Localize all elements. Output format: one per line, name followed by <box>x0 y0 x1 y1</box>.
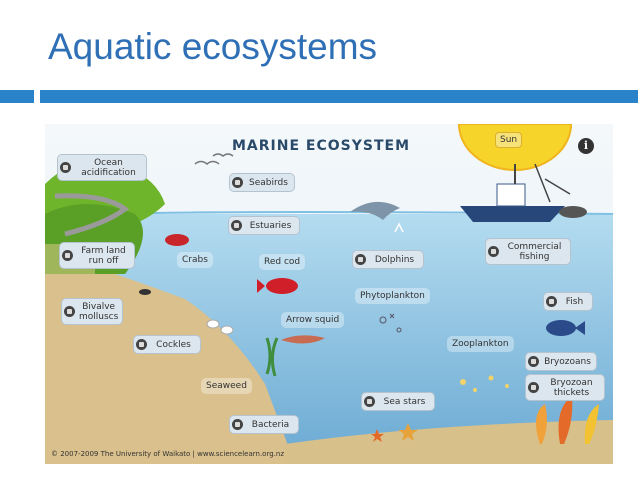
label-button-icon <box>62 250 73 261</box>
cockle-shell-icon <box>206 319 220 329</box>
road <box>54 193 130 237</box>
label-button-icon <box>136 339 147 350</box>
sea-floor <box>285 420 613 464</box>
label-button-icon <box>364 396 375 407</box>
label-red-cod[interactable]: Red cod <box>259 254 306 270</box>
label-phytoplankton[interactable]: Phytoplankton <box>355 288 430 304</box>
label-seabirds[interactable]: Seabirds <box>229 173 295 192</box>
seabird-icon <box>194 160 220 165</box>
label-crabs[interactable]: Crabs <box>177 252 213 268</box>
label-sea-stars[interactable]: Sea stars <box>361 392 435 411</box>
label-bacteria[interactable]: Bacteria <box>229 415 299 434</box>
label-button-icon <box>232 177 243 188</box>
fish-icon <box>546 320 576 336</box>
slide-title: Aquatic ecosystems <box>48 26 378 67</box>
label-zooplankton[interactable]: Zooplankton <box>447 336 514 352</box>
mussel-icon <box>139 289 151 295</box>
label-farm-land-run-off[interactable]: Farm land run off <box>59 242 135 269</box>
label-seaweed[interactable]: Seaweed <box>201 378 252 394</box>
fishing-boat-icon <box>460 163 571 222</box>
label-button-icon <box>355 254 366 265</box>
diagram-title: MARINE ECOSYSTEM <box>232 138 410 154</box>
title-rule-square <box>0 90 34 103</box>
label-button-icon <box>231 220 242 231</box>
label-bryozoan-thickets[interactable]: Bryozoan thickets <box>525 374 605 401</box>
red-cod-icon <box>266 278 298 294</box>
sea-star-icon <box>398 423 418 441</box>
label-button-icon <box>546 296 557 307</box>
label-bivalve-molluscs[interactable]: Bivalve molluscs <box>61 298 123 325</box>
label-dolphins[interactable]: Dolphins <box>352 250 424 269</box>
label-fish[interactable]: Fish <box>543 292 593 311</box>
label-commercial-fishing[interactable]: Commercial fishing <box>485 238 571 265</box>
title-rule-bar <box>40 90 638 103</box>
dolphin-icon <box>350 201 400 220</box>
label-button-icon <box>528 356 539 367</box>
label-button-icon <box>232 419 243 430</box>
seaweed-icon <box>265 337 279 377</box>
label-sun[interactable]: Sun <box>495 132 523 148</box>
label-arrow-squid[interactable]: Arrow squid <box>281 312 345 328</box>
label-button-icon <box>60 162 71 173</box>
zooplankton-icon <box>460 375 509 392</box>
marine-ecosystem-diagram: MARINE ECOSYSTEM i Sun Ocean acidificati… <box>45 124 613 464</box>
label-bryozoans[interactable]: Bryozoans <box>525 352 597 371</box>
info-button[interactable]: i <box>578 138 594 154</box>
arrow-squid-icon <box>281 335 325 344</box>
crab-icon <box>165 234 189 246</box>
seal-icon <box>559 206 587 218</box>
label-button-icon <box>488 246 499 257</box>
label-estuaries[interactable]: Estuaries <box>228 216 300 235</box>
label-ocean-acidification[interactable]: Ocean acidification <box>57 154 147 181</box>
phytoplankton-icon <box>379 313 402 333</box>
label-button-icon <box>528 382 539 393</box>
copyright-text: © 2007-2009 The University of Waikato | … <box>51 450 284 458</box>
label-button-icon <box>64 306 75 317</box>
coral-icon <box>536 396 599 444</box>
label-cockles[interactable]: Cockles <box>133 335 201 354</box>
